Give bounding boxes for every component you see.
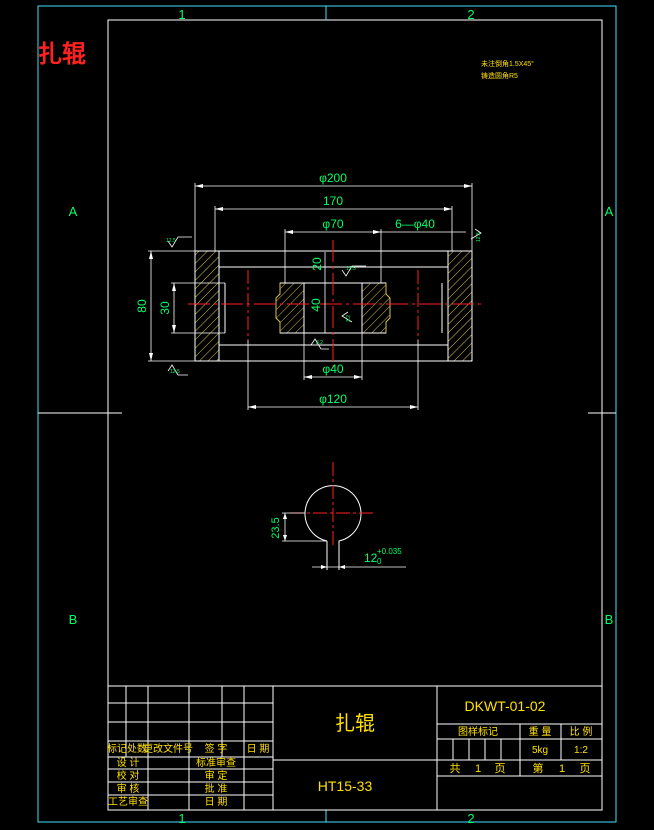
zone-bottom-2: 2 <box>467 811 474 826</box>
roughness-6: 3.2 <box>346 315 352 322</box>
dim-holes: 6—φ40 <box>395 217 435 231</box>
zone-left-a: A <box>69 204 78 219</box>
role-process: 工艺审查 <box>108 795 148 808</box>
role-check: 校 对 <box>117 769 140 782</box>
roughness-values: 12.5 12.5 12.5 12.5 3.2 3.2 <box>166 232 482 375</box>
dim-d70: φ70 <box>322 217 343 231</box>
scale-value: 1:2 <box>574 745 588 756</box>
weight-header: 重 量 <box>529 725 552 738</box>
title-block: 标记 处数 更改文件号 签 字 日 期 设 计 校 对 审 核 工艺审查 标准审… <box>107 685 603 811</box>
dim-d200: φ200 <box>319 171 347 185</box>
center-lines <box>188 240 484 372</box>
dim-40-vertical: 40 <box>309 298 323 312</box>
material: HT15-33 <box>318 778 373 794</box>
part-name: 扎辊 <box>335 711 375 735</box>
section-view: φ200 170 φ70 6—φ40 20 80 30 40 φ40 φ120 … <box>135 171 484 410</box>
dimension-texts: φ200 170 φ70 6—φ40 20 80 30 40 φ40 φ120 <box>135 171 435 406</box>
keyway-view: 23.5 12 +0.035 0 <box>270 462 406 570</box>
revision-mark: 标记 <box>107 743 127 755</box>
dimension-arrows <box>149 184 472 409</box>
zone-right-a: A <box>605 204 614 219</box>
dim-30: 30 <box>158 301 172 315</box>
dim-d120: φ120 <box>319 392 347 406</box>
roughness-symbols <box>167 228 482 376</box>
revision-date: 日 期 <box>247 743 270 755</box>
sheet-index-num: 1 <box>559 763 565 775</box>
sheet-total-prefix: 共 <box>450 762 461 775</box>
keyway-dimension-texts: 23.5 12 +0.035 0 <box>270 517 402 566</box>
keyway-arrows <box>283 513 345 569</box>
drawing-number: DKWT-01-02 <box>465 698 546 714</box>
tech-note-1: 未注倒角1.5X45° <box>481 59 534 68</box>
roughness-4: 12.5 <box>346 266 356 272</box>
scale-header: 比 例 <box>570 725 593 738</box>
zone-right-b: B <box>605 612 614 627</box>
weight-value: 5kg <box>532 745 548 756</box>
stage-headers: 图样标记 重 量 比 例 5kg 1:2 <box>458 725 592 756</box>
dim-tolerance-lower: 0 <box>377 557 382 566</box>
role-date: 日 期 <box>205 796 228 808</box>
dim-80: 80 <box>135 299 149 313</box>
role-labels: 设 计 校 对 审 核 工艺审查 标准审查 审 定 批 准 日 期 <box>108 756 236 808</box>
sheet-info: 共 1 页 第 1 页 <box>450 761 591 775</box>
roughness-1: 12.5 <box>166 238 176 244</box>
keyway-center-lines <box>290 462 376 548</box>
revision-doc: 更改文件号 <box>143 742 193 755</box>
dim-170: 170 <box>323 194 343 208</box>
dimension-lines <box>148 183 473 410</box>
title-block-grid <box>107 685 603 811</box>
sheet-total-num: 1 <box>475 763 481 775</box>
sheet-index-prefix: 第 <box>533 761 544 775</box>
zone-top-2: 2 <box>467 7 474 22</box>
dim-d40: φ40 <box>322 362 343 376</box>
zone-bottom-1: 1 <box>178 811 185 826</box>
keyway-dimension-lines <box>282 512 406 570</box>
role-review: 审 核 <box>117 782 140 795</box>
dim-tolerance-upper: +0.035 <box>377 547 402 556</box>
technical-notes: 未注倒角1.5X45° 铸造圆角R5 <box>481 59 534 80</box>
dim-12: 12 <box>364 551 378 565</box>
role-design: 设 计 <box>117 756 140 769</box>
sheet-total-unit: 页 <box>495 763 506 775</box>
hatched-sections <box>194 250 473 362</box>
revision-sign: 签 字 <box>205 742 228 755</box>
role-approve: 批 准 <box>205 782 228 795</box>
role-standard: 标准审查 <box>196 756 236 769</box>
zone-top-1: 1 <box>178 7 185 22</box>
zone-markers: 1 2 1 2 A B A B <box>69 7 614 826</box>
dim-20: 20 <box>310 257 324 271</box>
tech-note-2: 铸造圆角R5 <box>481 71 518 80</box>
zone-left-b: B <box>69 612 78 627</box>
revision-headers: 标记 处数 更改文件号 签 字 日 期 <box>107 742 269 755</box>
dim-23-5: 23.5 <box>270 517 282 538</box>
roughness-5: 3.2 <box>316 340 323 346</box>
sheet-index-unit: 页 <box>580 763 591 775</box>
red-title: 扎辊 <box>38 40 86 68</box>
role-approve-final: 审 定 <box>205 769 228 782</box>
roughness-2: 12.5 <box>170 369 180 375</box>
stage-mark-header: 图样标记 <box>458 725 498 738</box>
revision-count: 处数 <box>127 742 147 755</box>
roughness-3: 12.5 <box>476 232 482 242</box>
